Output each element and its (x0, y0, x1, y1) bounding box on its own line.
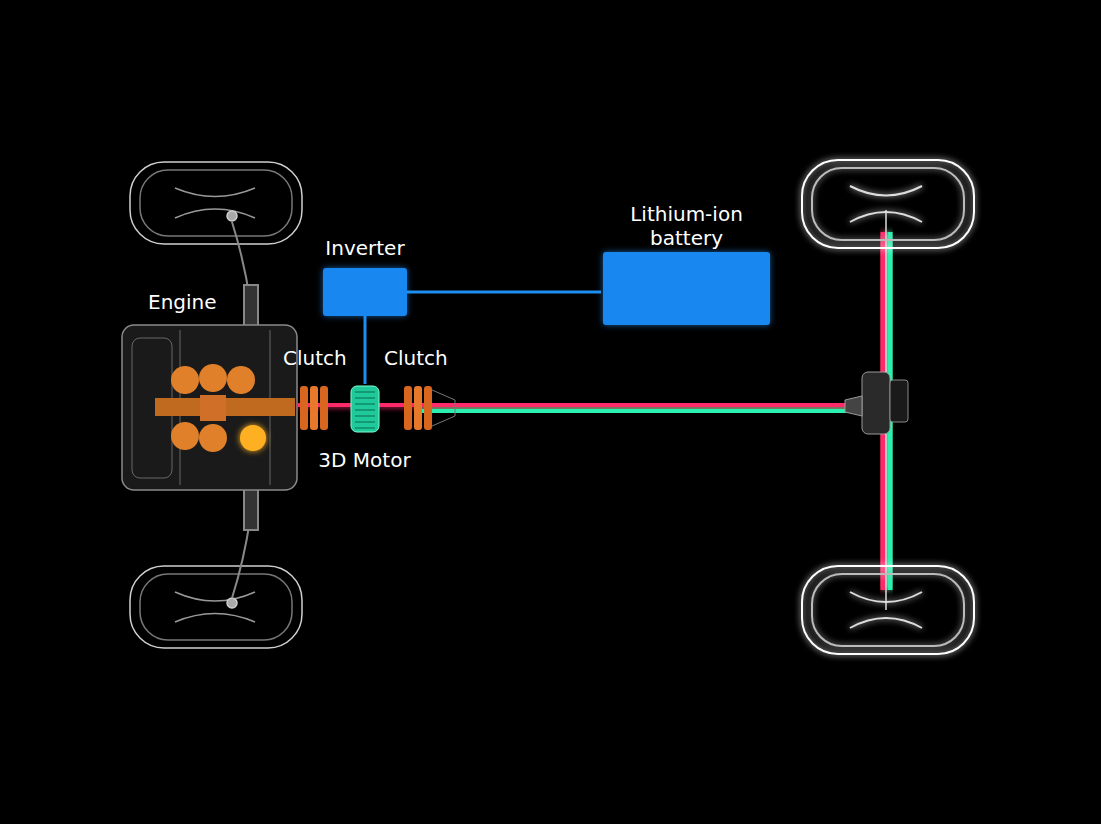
differential (845, 372, 908, 434)
component-label: 3D Motor (316, 448, 413, 472)
component-label: Lithium-ion battery (603, 202, 770, 250)
drive-shaft (298, 405, 870, 411)
power-cable (365, 316, 366, 384)
rear-wheel (802, 160, 974, 248)
clutch (404, 386, 455, 430)
engine (122, 325, 297, 490)
component-box (603, 252, 770, 325)
clutch-label: Clutch (283, 346, 347, 370)
component-box (323, 268, 407, 316)
motor-symbol (350, 384, 380, 434)
clutch (300, 386, 328, 430)
power-cable (407, 292, 601, 293)
engine-label: Engine (148, 290, 217, 314)
component-node: Inverter (323, 236, 407, 316)
component-label: Inverter (323, 236, 407, 260)
clutch-label: Clutch (384, 346, 448, 370)
motor-node: 3D Motor (316, 384, 413, 472)
component-node: Lithium-ion battery (601, 202, 772, 325)
rear-wheel (802, 566, 974, 654)
front-wheel (130, 162, 302, 244)
front-wheel (130, 566, 302, 648)
